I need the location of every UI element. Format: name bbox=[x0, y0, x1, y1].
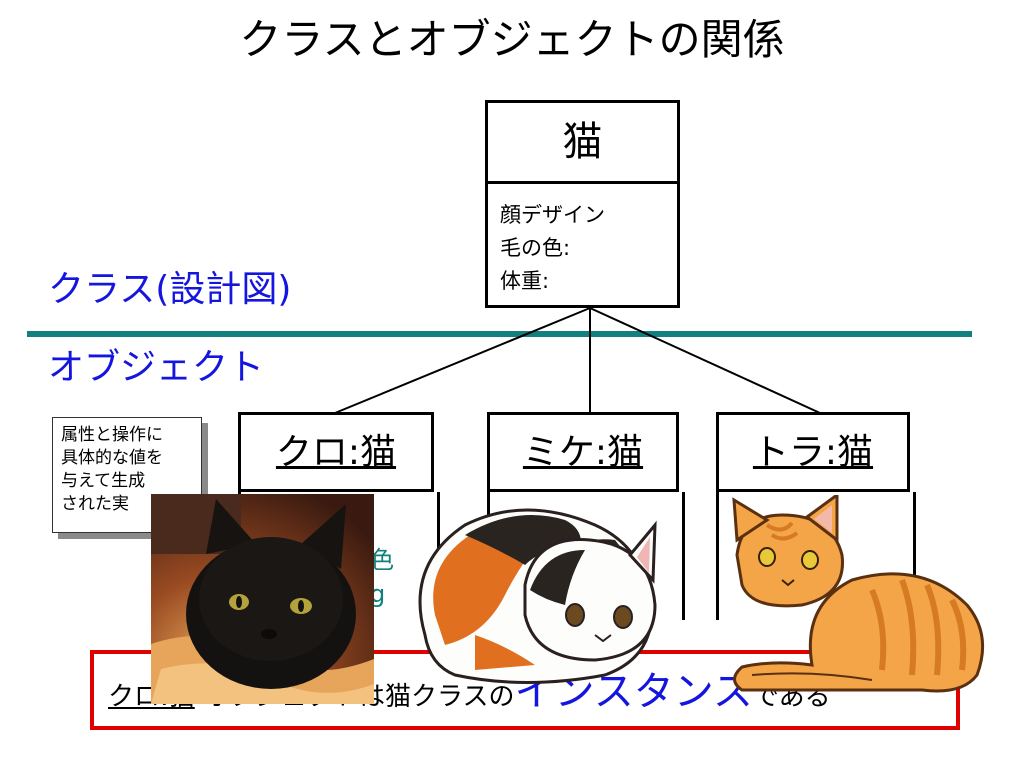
object-name: ミケ:猫 bbox=[522, 432, 644, 473]
note-line: された実 bbox=[61, 494, 129, 514]
class-attributes: 顔デザイン 毛の色: 体重: bbox=[500, 199, 605, 298]
class-attribute: 体重: bbox=[500, 269, 550, 293]
object-name: トラ:猫 bbox=[752, 432, 874, 473]
connector-tora bbox=[589, 307, 821, 414]
object-body-tora bbox=[716, 492, 916, 620]
partial-attribute-text: 色 g bbox=[370, 543, 394, 611]
object-box-tora: トラ:猫 bbox=[716, 412, 910, 492]
class-section-label: クラス(設計図) bbox=[48, 269, 292, 310]
object-box-kuro: クロ:猫 bbox=[238, 412, 434, 492]
partial-attr: 色 bbox=[370, 546, 394, 574]
object-box-mike: ミケ:猫 bbox=[487, 412, 679, 492]
note-line: 属性と操作に bbox=[61, 425, 163, 445]
slide-title: クラスとオブジェクトの関係 bbox=[239, 15, 785, 64]
object-section-label: オブジェクト bbox=[48, 347, 265, 388]
calico-cat-illustration bbox=[418, 508, 657, 684]
black-cat-photo bbox=[151, 494, 374, 704]
note-line: 与えて生成 bbox=[61, 471, 146, 491]
note-line: 具体的な値を bbox=[61, 448, 163, 468]
class-attribute: 毛の色: bbox=[500, 236, 571, 260]
class-box: 猫 顔デザイン 毛の色: 体重: bbox=[485, 100, 680, 308]
tabby-cat-illustration bbox=[732, 495, 985, 693]
class-attribute: 顔デザイン bbox=[500, 203, 605, 227]
connector-kuro bbox=[334, 307, 591, 414]
section-divider bbox=[27, 331, 972, 337]
class-name: 猫 bbox=[488, 103, 677, 184]
object-name: クロ:猫 bbox=[275, 432, 397, 473]
